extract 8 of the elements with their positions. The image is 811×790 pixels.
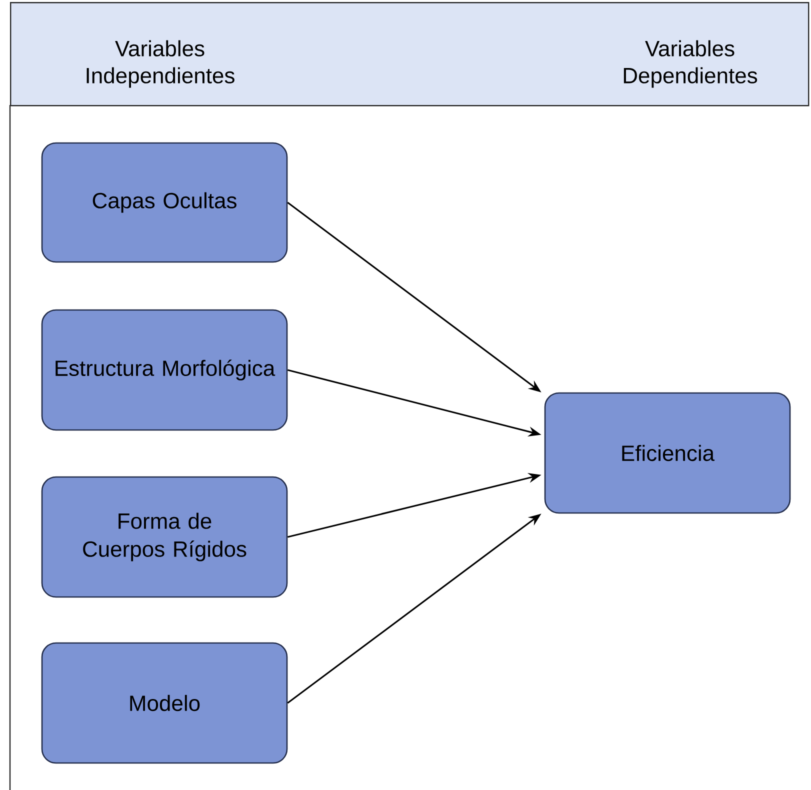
- variable-box: Eficiencia: [544, 392, 791, 514]
- variable-box: Capas Ocultas: [41, 142, 288, 263]
- header-label: Variables Independientes: [86, 40, 234, 88]
- header-label: Variables Dependientes: [624, 40, 758, 88]
- variable-box: Forma de Cuerpos Rígidos: [41, 476, 288, 598]
- variable-box: Estructura Morfológica: [41, 309, 288, 431]
- variable-box: Modelo: [41, 642, 288, 764]
- header-band: [10, 2, 810, 106]
